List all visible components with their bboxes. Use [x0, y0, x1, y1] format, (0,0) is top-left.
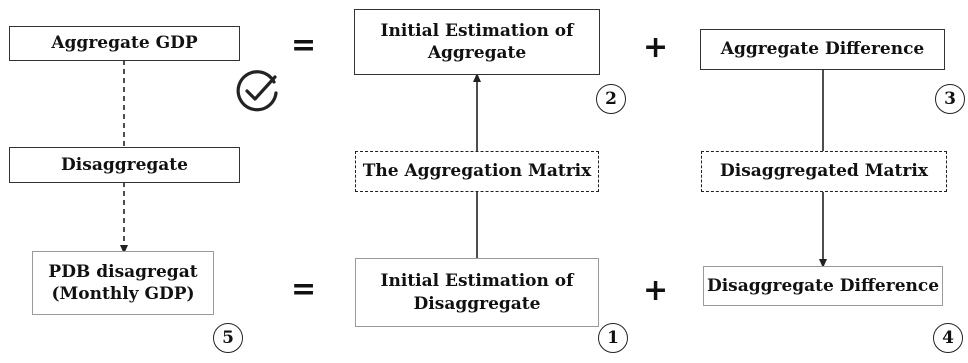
- step-1-badge: 1: [598, 323, 628, 353]
- plus-operator-top: +: [643, 30, 669, 65]
- disaggregated-matrix-label: Disaggregated Matrix: [720, 161, 928, 182]
- initial-estimation-aggregate-label: Initial Estimation of Aggregate: [380, 20, 574, 63]
- step-4-badge: 4: [933, 323, 963, 353]
- equals-operator-top: =: [291, 28, 317, 63]
- disaggregate-box: Disaggregate: [9, 147, 240, 183]
- aggregate-gdp-label: Aggregate GDP: [51, 33, 198, 54]
- disaggregate-difference-label: Disaggregate Difference: [706, 275, 940, 296]
- disaggregate-label: Disaggregate: [61, 154, 188, 175]
- pdb-disagregat-label-line2: (Monthly GDP): [51, 284, 195, 304]
- aggregate-difference-box: Aggregate Difference: [700, 29, 945, 70]
- step-5-badge: 5: [213, 323, 243, 353]
- disaggregated-matrix-box: Disaggregated Matrix: [701, 151, 947, 192]
- aggregate-difference-label: Aggregate Difference: [720, 39, 925, 60]
- step-3-badge: 3: [935, 84, 965, 114]
- plus-operator-bottom: +: [643, 273, 669, 308]
- pdb-disagregat-box: PDB disagregat (Monthly GDP): [32, 251, 214, 315]
- initial-estimation-disaggregate-box: Initial Estimation of Disaggregate: [355, 258, 599, 327]
- equals-operator-bottom: =: [291, 272, 317, 307]
- check-circle-icon: [236, 70, 278, 112]
- aggregation-matrix-box: The Aggregation Matrix: [355, 151, 599, 192]
- aggregate-gdp-box: Aggregate GDP: [9, 26, 240, 61]
- initial-estimation-disaggregate-label: Initial Estimation of Disaggregate: [380, 271, 574, 314]
- aggregation-matrix-label: The Aggregation Matrix: [362, 161, 592, 182]
- step-2-badge: 2: [596, 84, 626, 114]
- pdb-disagregat-label-line1: PDB disagregat: [48, 261, 198, 282]
- initial-estimation-aggregate-box: Initial Estimation of Aggregate: [354, 9, 600, 75]
- disaggregate-difference-box: Disaggregate Difference: [703, 266, 943, 306]
